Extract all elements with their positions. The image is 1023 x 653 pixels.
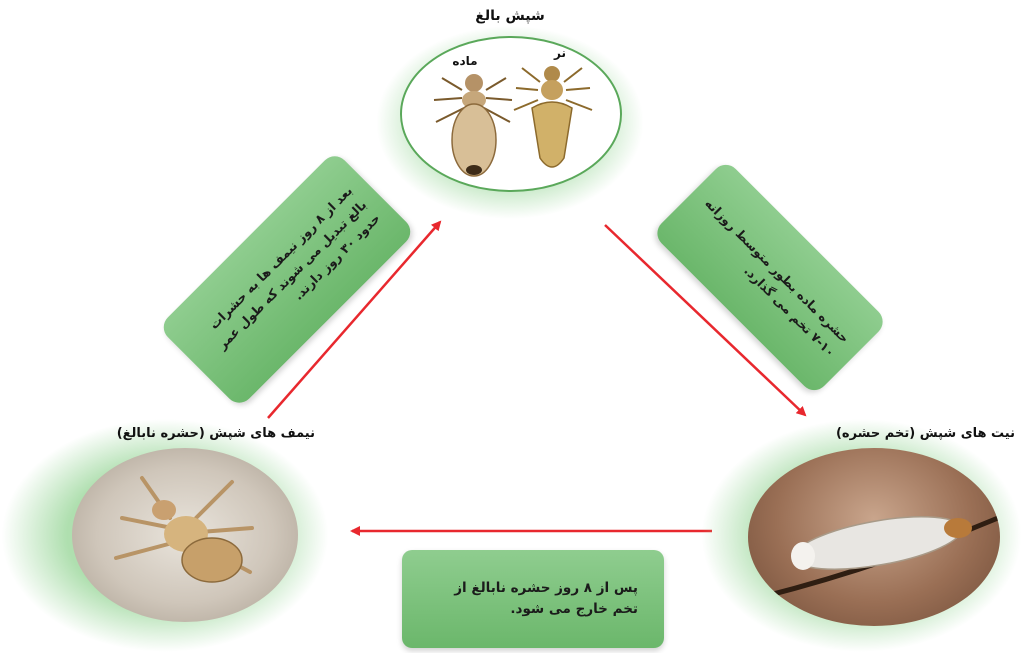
nymph-stage-title: نیمف های شپش (حشره نابالغ) xyxy=(70,426,315,441)
male-label: نر xyxy=(540,46,580,60)
adult-lice-illustration xyxy=(402,38,620,190)
hatching-text: پس از ۸ روز حشره نابالغ از تخم خارج می ش… xyxy=(402,578,664,620)
female-label: ماده xyxy=(440,54,490,68)
adult-lice-image xyxy=(400,36,622,192)
nymph-louse-image xyxy=(72,448,298,622)
nit-stage-title: نیت های شپش (تخم حشره) xyxy=(770,426,1015,441)
nymph-louse-illustration xyxy=(72,448,298,622)
adult-stage-title: شپش بالغ xyxy=(430,8,590,24)
hatching-note: پس از ۸ روز حشره نابالغ از تخم خارج می ش… xyxy=(402,550,664,648)
nit-egg-image xyxy=(748,448,1000,626)
nit-egg-illustration xyxy=(748,448,1000,626)
